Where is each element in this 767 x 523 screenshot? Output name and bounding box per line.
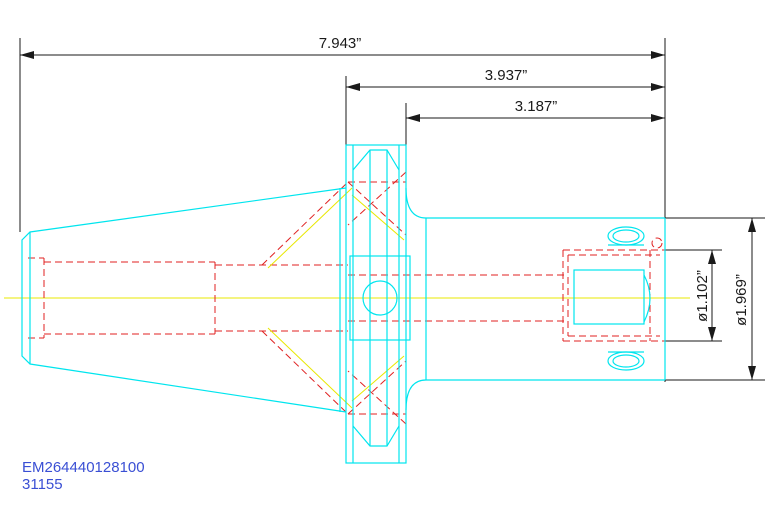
part-number: EM264440128100 (22, 459, 145, 476)
shank-length-label: 3.187” (515, 98, 558, 115)
dimension-arrows (20, 51, 756, 380)
overall-length-label: 7.943” (319, 35, 362, 52)
part-outline (21, 144, 666, 464)
hidden-lines (28, 171, 665, 425)
flange-to-end-label: 3.937” (485, 67, 528, 84)
dimension-lines (19, 38, 765, 382)
bore-diameter-label: ø1.102” (694, 270, 711, 322)
channel-centerlines (267, 187, 405, 409)
part-sub-number: 31155 (22, 476, 63, 493)
outer-diameter-label: ø1.969” (733, 274, 750, 326)
